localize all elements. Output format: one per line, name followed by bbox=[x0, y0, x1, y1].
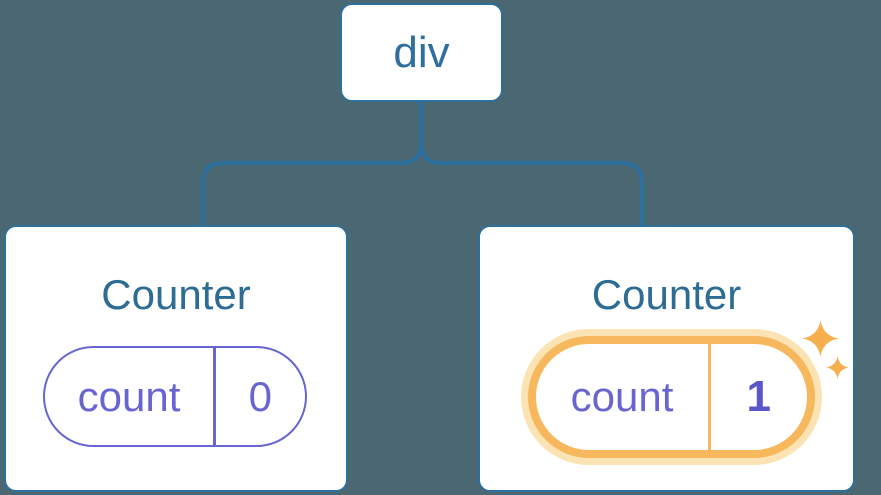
counter-card-unchanged: Counter count 0 bbox=[4, 225, 348, 492]
state-key: count bbox=[570, 373, 674, 420]
state-value: 1 bbox=[746, 372, 771, 421]
counter-card-updated: Counter count 1 bbox=[478, 225, 855, 492]
component-title: Counter bbox=[591, 271, 742, 318]
root-node-label: div bbox=[393, 27, 450, 77]
sparkle-icon-small bbox=[826, 356, 849, 379]
sparkle-icon-large bbox=[802, 320, 839, 357]
component-title: Counter bbox=[101, 271, 251, 318]
connector-left-branch bbox=[200, 102, 424, 225]
connector-right-branch bbox=[418, 102, 645, 225]
state-pill-highlight-glow: count 1 bbox=[521, 329, 822, 465]
pill-divider bbox=[708, 344, 711, 450]
root-node-div: div bbox=[340, 3, 503, 102]
state-value: 0 bbox=[248, 372, 272, 420]
state-pill-highlighted: count 1 bbox=[528, 336, 815, 458]
pill-divider bbox=[213, 348, 216, 445]
state-key: count bbox=[77, 372, 181, 420]
state-pill: count 0 bbox=[43, 346, 307, 447]
